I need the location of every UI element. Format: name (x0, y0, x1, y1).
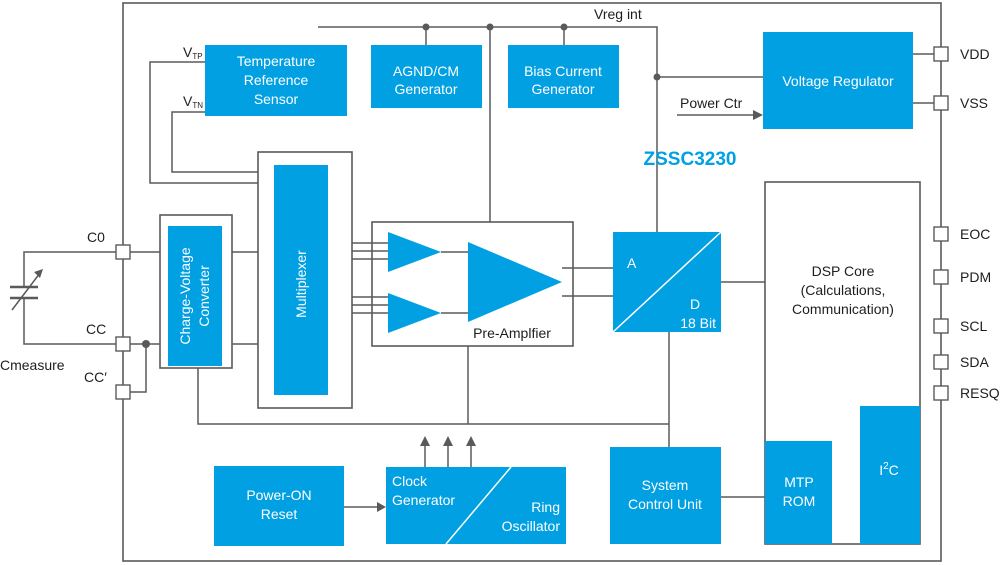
pin-pdm (933, 269, 949, 285)
clock-label-2: Generator (392, 492, 455, 508)
clock-generator-ring-oscillator: Clock Generator Ring Oscillator (386, 466, 566, 545)
vtp-label: VTP (183, 44, 203, 61)
por-label-1: Power-ON (246, 487, 311, 503)
agnd-label-1: AGND/CM (393, 63, 459, 79)
adc-bits-label: 18 Bit (680, 315, 716, 331)
power-ctr-label: Power Ctr (680, 95, 743, 111)
dsp-label-3: Communication) (792, 301, 894, 317)
bias-current-generator: Bias Current Generator (508, 45, 619, 108)
left-pins: C0 CC CC′ (84, 229, 131, 400)
temp-sensor-label-3: Sensor (254, 91, 299, 107)
adc-a-label: A (627, 255, 637, 271)
agnd-cm-generator: AGND/CM Generator (371, 45, 482, 108)
pin-c0 (115, 244, 131, 260)
temperature-reference-sensor: Temperature Reference Sensor (205, 45, 347, 116)
vreg-int-bus (318, 26, 658, 232)
amplifier-1-icon (388, 232, 441, 272)
multiplexer: Multiplexer (257, 151, 353, 409)
mtp-label-2: ROM (783, 493, 816, 509)
mtp-label-1: MTP (784, 474, 814, 490)
scu-label-1: System (642, 477, 689, 493)
preamp-label: Pre-Amplfier (473, 325, 551, 341)
pin-cc-label: CC (86, 321, 106, 337)
vreg-label: Voltage Regulator (782, 73, 894, 89)
cv-converter-label-2: Converter (196, 265, 212, 327)
pin-resq (933, 385, 949, 401)
pin-vss (933, 95, 949, 111)
temp-sensor-label-1: Temperature (237, 53, 316, 69)
clock-label-1: Clock (392, 473, 428, 489)
pin-scl-label: SCL (960, 318, 987, 334)
variable-capacitor-icon (10, 269, 43, 311)
pin-vdd (933, 46, 949, 62)
bias-label-2: Generator (531, 81, 594, 97)
adc-d-label: D (690, 296, 700, 312)
bias-label-1: Bias Current (524, 63, 602, 79)
pin-sda-label: SDA (960, 354, 989, 370)
chip-name-title: ZSSC3230 (644, 149, 737, 170)
pin-resq-label: RESQ (960, 385, 1000, 401)
right-pins: VDD VSS EOC PDM SCL SDA RESQ (933, 46, 1000, 401)
pin-vdd-label: VDD (960, 46, 990, 62)
ring-label-2: Oscillator (502, 518, 561, 534)
i2c-interface: I2C (860, 406, 920, 544)
i2c-label: I2C (879, 461, 899, 478)
temp-sensor-label-2: Reference (244, 72, 309, 88)
system-control-unit: System Control Unit (610, 447, 721, 544)
pin-cc-prime (115, 384, 131, 400)
cv-converter-label-1: Charge-Voltage (177, 247, 193, 345)
dsp-label-1: DSP Core (812, 263, 875, 279)
agnd-label-2: Generator (394, 81, 457, 97)
junction-dots (142, 23, 661, 348)
pin-c0-label: C0 (87, 229, 105, 245)
vtn-label: VTN (183, 93, 203, 110)
power-on-reset: Power-ON Reset (214, 466, 344, 546)
pin-cc-prime-label: CC′ (84, 369, 107, 385)
pin-vss-label: VSS (960, 95, 988, 111)
pin-scl (933, 318, 949, 334)
pin-sda (933, 354, 949, 370)
por-label-2: Reset (261, 506, 298, 522)
dsp-core: DSP Core (Calculations, Communication) (764, 181, 921, 545)
pin-eoc (933, 226, 949, 242)
pin-cc (115, 336, 131, 352)
wiring (23, 26, 934, 512)
pin-pdm-label: PDM (960, 269, 991, 285)
main-amplifier-icon (468, 242, 562, 322)
scu-label-2: Control Unit (628, 496, 702, 512)
vreg-int-label: Vreg int (594, 6, 642, 22)
cmeasure-label: Cmeasure (0, 357, 65, 373)
dsp-label-2: (Calculations, (801, 282, 886, 298)
mux-label: Multiplexer (293, 250, 309, 318)
charge-voltage-converter: Charge-Voltage Converter (159, 214, 233, 369)
mtp-rom: MTP ROM (765, 441, 832, 544)
pin-eoc-label: EOC (960, 226, 990, 242)
amplifier-2-icon (388, 293, 441, 333)
ring-label-1: Ring (531, 499, 560, 515)
pre-amplifier: Pre-Amplfier (371, 221, 574, 347)
voltage-regulator: Voltage Regulator (763, 32, 913, 129)
adc-18-bit: A D 18 Bit (612, 231, 722, 333)
